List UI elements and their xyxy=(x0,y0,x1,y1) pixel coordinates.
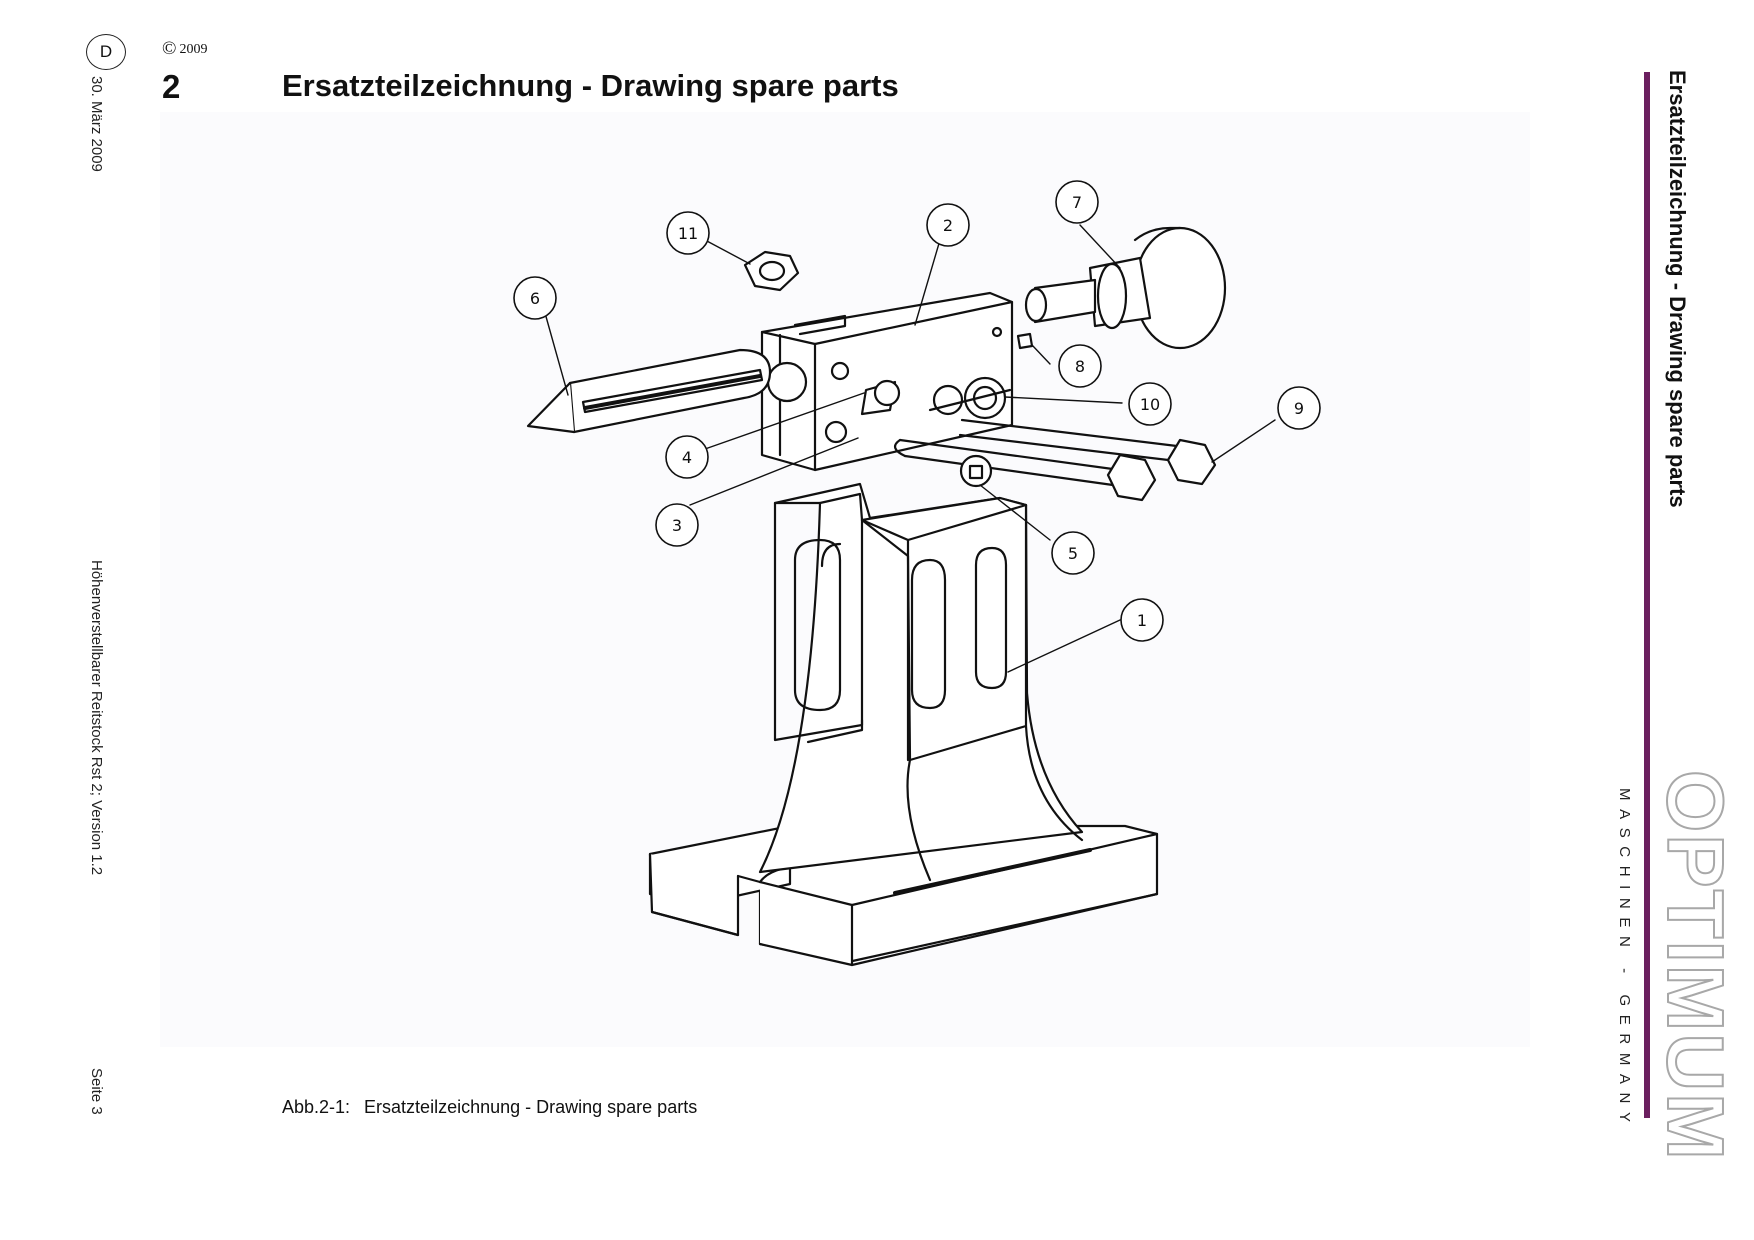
page-number: Seite 3 xyxy=(88,1068,105,1115)
leader-line-6 xyxy=(544,312,569,396)
callout-3: 3 xyxy=(655,503,699,547)
callout-10-label: 10 xyxy=(1140,395,1160,414)
support-body xyxy=(758,482,1084,882)
leader-line-2 xyxy=(914,239,941,326)
callout-1-label: 1 xyxy=(1137,611,1147,630)
leader-lines xyxy=(544,224,1276,673)
callout-5: 5 xyxy=(1051,531,1095,575)
callout-7-label: 7 xyxy=(1072,193,1082,212)
document-date: 30. März 2009 xyxy=(88,76,105,172)
leader-line-11 xyxy=(704,239,751,265)
figure-caption-text: Ersatzteilzeichnung - Drawing spare part… xyxy=(364,1097,698,1117)
quill-handwheel xyxy=(1024,226,1227,350)
figure-caption-label: Abb.2-1: xyxy=(282,1097,351,1117)
callout-2: 2 xyxy=(926,203,970,247)
clamp-parts xyxy=(743,250,1217,502)
leader-line-10 xyxy=(1004,396,1123,404)
leader-line-1 xyxy=(1007,619,1121,673)
leader-line-4 xyxy=(704,392,865,450)
accent-bar xyxy=(1644,72,1650,1118)
callout-10: 10 xyxy=(1128,382,1172,426)
callout-2-label: 2 xyxy=(943,216,953,235)
brand-logo: OPTIMUM xyxy=(1650,769,1741,1163)
section-number: 2 xyxy=(162,68,181,105)
callouts: 1 2 3 4 5 6 7 8 xyxy=(513,180,1321,642)
side-title: Ersatzteilzeichnung - Drawing spare part… xyxy=(1665,70,1690,508)
tailstock-illustration xyxy=(526,224,1276,967)
leader-line-3 xyxy=(689,437,859,506)
copyright: ©2009 xyxy=(162,38,207,60)
brand-subtitle: MASCHINEN - GERMANY xyxy=(1616,788,1633,1131)
page-title: Ersatzteilzeichnung - Drawing spare part… xyxy=(282,68,899,103)
leader-line-9 xyxy=(1211,419,1276,463)
callout-9: 9 xyxy=(1277,386,1321,430)
callout-6: 6 xyxy=(513,276,557,320)
callout-7: 7 xyxy=(1055,180,1099,224)
copyright-symbol: © xyxy=(162,38,177,59)
figure-caption: Abb.2-1: Ersatzteilzeichnung - Drawing sp… xyxy=(282,1097,697,1118)
language-badge: D xyxy=(86,34,126,70)
callout-11: 11 xyxy=(666,211,710,255)
callout-4: 4 xyxy=(665,435,709,479)
callout-4-label: 4 xyxy=(682,448,692,467)
leader-line-5 xyxy=(979,484,1051,541)
language-badge-label: D xyxy=(99,42,113,61)
document-name: Höhenverstellbarer Reitstock Rst 2; Vers… xyxy=(88,560,105,876)
callout-5-label: 5 xyxy=(1068,544,1078,563)
callout-3-label: 3 xyxy=(672,516,682,535)
center-shaft xyxy=(526,348,772,434)
copyright-year: 2009 xyxy=(179,42,208,57)
callout-1: 1 xyxy=(1120,598,1164,642)
leader-line-8 xyxy=(1031,344,1051,365)
callout-6-label: 6 xyxy=(530,289,540,308)
leader-line-7 xyxy=(1079,224,1121,269)
callout-9-label: 9 xyxy=(1294,399,1304,418)
callout-11-label: 11 xyxy=(678,224,698,243)
callout-8-label: 8 xyxy=(1075,357,1085,376)
callout-8: 8 xyxy=(1058,344,1102,388)
